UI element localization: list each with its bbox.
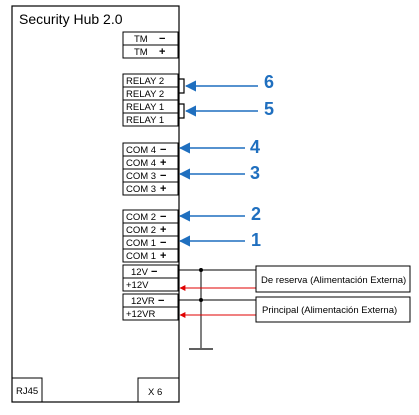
terminal-12vr-plus bbox=[122, 306, 179, 321]
device-title: Security Hub 2.0 bbox=[19, 11, 123, 27]
main-supply-box bbox=[255, 296, 411, 323]
terminal-12v-plus bbox=[122, 277, 179, 292]
terminal-com3-minus-sign: − bbox=[160, 170, 166, 182]
terminal-12v-minus-label: 12V bbox=[131, 267, 149, 278]
terminal-com4-minus-sign: − bbox=[160, 144, 166, 156]
terminal-com4-plus-label: COM 4 bbox=[126, 158, 156, 169]
terminal-com2-minus-label: COM 2 bbox=[126, 212, 156, 223]
backup-supply-box bbox=[255, 265, 411, 293]
callout-6: 6 bbox=[264, 72, 274, 92]
terminal-relay1-a-label: RELAY 1 bbox=[126, 102, 164, 113]
terminal-com1-plus-label: COM 1 bbox=[126, 251, 156, 262]
terminal-relay2-b-label: RELAY 2 bbox=[126, 89, 164, 100]
terminal-tm-plus bbox=[122, 44, 179, 59]
terminal-tm-minus bbox=[122, 31, 179, 46]
terminal-12v-plus-label: +12V bbox=[126, 280, 149, 291]
rj45-port-label: RJ45 bbox=[16, 386, 38, 397]
callout-arrows: 6 5 4 3 2 1 bbox=[178, 72, 274, 250]
terminal-com3-plus-sign: + bbox=[160, 183, 166, 195]
callout-4: 4 bbox=[250, 137, 260, 157]
x6-port-box bbox=[137, 377, 180, 403]
terminal-tm-plus-sign: + bbox=[159, 46, 165, 58]
com-34-terminal-block: COM 4 − COM 4 + COM 3 − COM 3 + bbox=[122, 142, 179, 196]
backup-supply-label: De reserva (Alimentación Externa) bbox=[261, 275, 406, 286]
terminal-com3-minus-label: COM 3 bbox=[126, 171, 156, 182]
junction-12vr bbox=[199, 298, 203, 302]
callout-5: 5 bbox=[264, 99, 274, 119]
terminal-com1-minus-sign: − bbox=[160, 237, 166, 249]
device-outline bbox=[11, 5, 180, 403]
terminal-com1-plus bbox=[122, 248, 179, 263]
terminal-tm-minus-label: TM bbox=[134, 34, 148, 45]
terminal-com2-plus-sign: + bbox=[160, 224, 166, 236]
terminal-com1-plus-sign: + bbox=[160, 250, 166, 262]
rj45-port-box bbox=[11, 377, 43, 403]
relay2-bracket bbox=[178, 78, 185, 94]
main-supply-label: Principal (Alimentación Externa) bbox=[262, 305, 397, 316]
com-12-power-terminal-block: COM 2 − COM 2 + COM 1 − COM 1 + 12V − +1… bbox=[122, 209, 179, 321]
terminal-12vr-minus-label: 12VR bbox=[131, 296, 155, 307]
terminal-tm-minus-sign: − bbox=[159, 33, 165, 45]
terminal-tm-plus-label: TM bbox=[134, 47, 148, 58]
terminal-com2-plus-label: COM 2 bbox=[126, 225, 156, 236]
relay-terminal-block: RELAY 2 RELAY 2 RELAY 1 RELAY 1 bbox=[122, 73, 185, 127]
security-hub-device: Security Hub 2.0 RJ45 X 6 bbox=[11, 5, 180, 403]
callout-2: 2 bbox=[251, 204, 261, 224]
terminal-12vr-minus-sign: − bbox=[158, 295, 164, 307]
terminal-com4-plus-sign: + bbox=[160, 157, 166, 169]
relay1-bracket bbox=[178, 103, 185, 119]
terminal-12v-minus-sign: − bbox=[151, 266, 157, 278]
terminal-com2-minus-sign: − bbox=[160, 211, 166, 223]
callout-3: 3 bbox=[250, 163, 260, 183]
callout-1: 1 bbox=[251, 230, 261, 250]
junction-12v bbox=[199, 268, 203, 272]
terminal-com4-minus-label: COM 4 bbox=[126, 145, 156, 156]
terminal-relay2-a-label: RELAY 2 bbox=[126, 76, 164, 87]
terminal-relay1-b-label: RELAY 1 bbox=[126, 115, 164, 126]
tm-terminal-block: TM − TM + bbox=[122, 31, 179, 59]
terminal-com3-plus bbox=[122, 181, 179, 196]
terminal-com1-minus-label: COM 1 bbox=[126, 238, 156, 249]
x6-port-label: X 6 bbox=[148, 387, 162, 398]
terminal-12vr-plus-label: +12VR bbox=[126, 309, 155, 320]
terminal-relay1-b bbox=[122, 112, 179, 127]
power-wiring: De reserva (Alimentación Externa) Princi… bbox=[178, 265, 411, 350]
terminal-com3-plus-label: COM 3 bbox=[126, 184, 156, 195]
